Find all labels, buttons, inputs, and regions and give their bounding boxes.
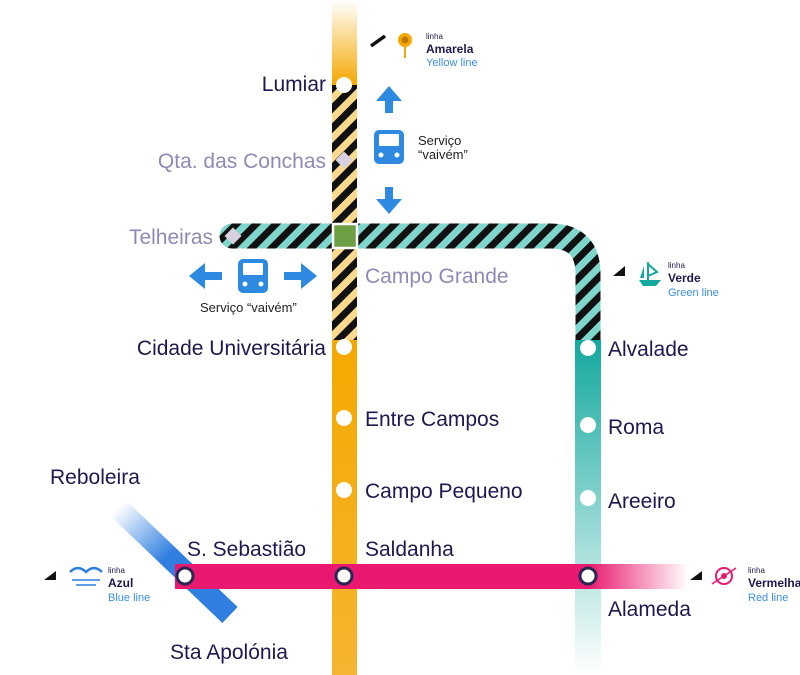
- station-label-qta-das-conchas[interactable]: Qta. das Conchas: [158, 150, 326, 173]
- vertical-service-label-2: “vaivém”: [418, 147, 468, 162]
- station-label-lumiar[interactable]: Lumiar: [262, 73, 326, 96]
- legend-blue: linha Azul Blue line: [44, 566, 150, 604]
- shuttle-bus-icon-horizontal: [238, 259, 268, 293]
- legend-green-prefix: linha: [668, 261, 685, 270]
- vertical-service-label-1: Serviço: [418, 133, 461, 148]
- station-label-cidade-universitaria[interactable]: Cidade Universitária: [137, 337, 326, 360]
- station-label-alameda[interactable]: Alameda: [608, 598, 691, 621]
- station-label-areeiro[interactable]: Areeiro: [608, 490, 676, 513]
- horizontal-service-label: Serviço “vaivém”: [200, 300, 297, 315]
- legend-green: linha Verde Green line: [613, 261, 719, 299]
- legend-blue-name: Azul: [108, 576, 133, 590]
- station-label-reboleira[interactable]: Reboleira: [50, 466, 140, 489]
- station-dot-cidade-universitaria[interactable]: [336, 339, 352, 355]
- station-dot-alvalade[interactable]: [580, 340, 596, 356]
- yellow-line: [332, 340, 357, 675]
- station-dot-alameda[interactable]: [578, 566, 598, 586]
- station-dot-entre-campos[interactable]: [336, 410, 352, 426]
- station-dot-telheiras[interactable]: [224, 227, 242, 245]
- legend-red-name: Vermelha: [748, 576, 800, 590]
- legend-yellow-prefix: linha: [426, 32, 443, 41]
- shuttle-bus-icon: [374, 130, 404, 164]
- legend-yellow-name: Amarela: [426, 42, 474, 56]
- red-line: [175, 564, 590, 589]
- station-label-sta-apolonia[interactable]: Sta Apolónia: [170, 641, 288, 664]
- station-label-alvalade[interactable]: Alvalade: [608, 338, 689, 361]
- shuttle-left-arrow-icon: [189, 263, 222, 289]
- shuttle-up-arrow-icon: [376, 86, 402, 113]
- station-label-campo-grande[interactable]: Campo Grande: [365, 265, 509, 288]
- station-dot-s-sebastiao[interactable]: [175, 566, 195, 586]
- shuttle-down-arrow-icon: [376, 187, 402, 214]
- green-line-hatched: [219, 223, 601, 358]
- station-label-saldanha[interactable]: Saldanha: [365, 538, 454, 561]
- legend-yellow-english: Yellow line: [426, 57, 478, 69]
- yellow-line-top: [332, 0, 357, 85]
- legend-yellow: linha Amarela Yellow line: [369, 32, 478, 69]
- sunflower-icon: [398, 33, 412, 58]
- legend-green-english: Green line: [668, 287, 719, 299]
- compass-rose-icon: [711, 567, 737, 585]
- legend-blue-prefix: linha: [108, 566, 125, 575]
- station-dot-roma[interactable]: [580, 417, 596, 433]
- station-label-telheiras[interactable]: Telheiras: [129, 226, 213, 249]
- station-dot-campo-pequeno[interactable]: [336, 482, 352, 498]
- station-label-entre-campos[interactable]: Entre Campos: [365, 408, 499, 431]
- seagull-icon: [69, 566, 103, 586]
- blue-line: [110, 500, 238, 623]
- station-label-roma[interactable]: Roma: [608, 416, 664, 439]
- station-dot-areeiro[interactable]: [580, 490, 596, 506]
- yellow-line-hatched: [332, 85, 357, 340]
- caravel-ship-icon: [639, 262, 661, 286]
- station-label-s-sebastiao[interactable]: S. Sebastião: [187, 538, 306, 561]
- legend-red-english: Red line: [748, 592, 788, 604]
- legend-red: linha Vermelha Red line: [690, 566, 800, 604]
- station-dot-qta-das-conchas[interactable]: [335, 151, 353, 169]
- station-dot-saldanha[interactable]: [334, 566, 354, 586]
- shuttle-right-arrow-icon: [284, 263, 317, 289]
- campo-grande-interchange[interactable]: [331, 222, 359, 250]
- station-dot-lumiar[interactable]: [336, 77, 352, 93]
- legend-red-prefix: linha: [748, 566, 765, 575]
- legend-green-name: Verde: [668, 271, 701, 285]
- legend-blue-english: Blue line: [108, 592, 150, 604]
- station-label-campo-pequeno[interactable]: Campo Pequeno: [365, 480, 523, 503]
- green-line: [575, 340, 601, 675]
- red-line-fade: [588, 564, 688, 589]
